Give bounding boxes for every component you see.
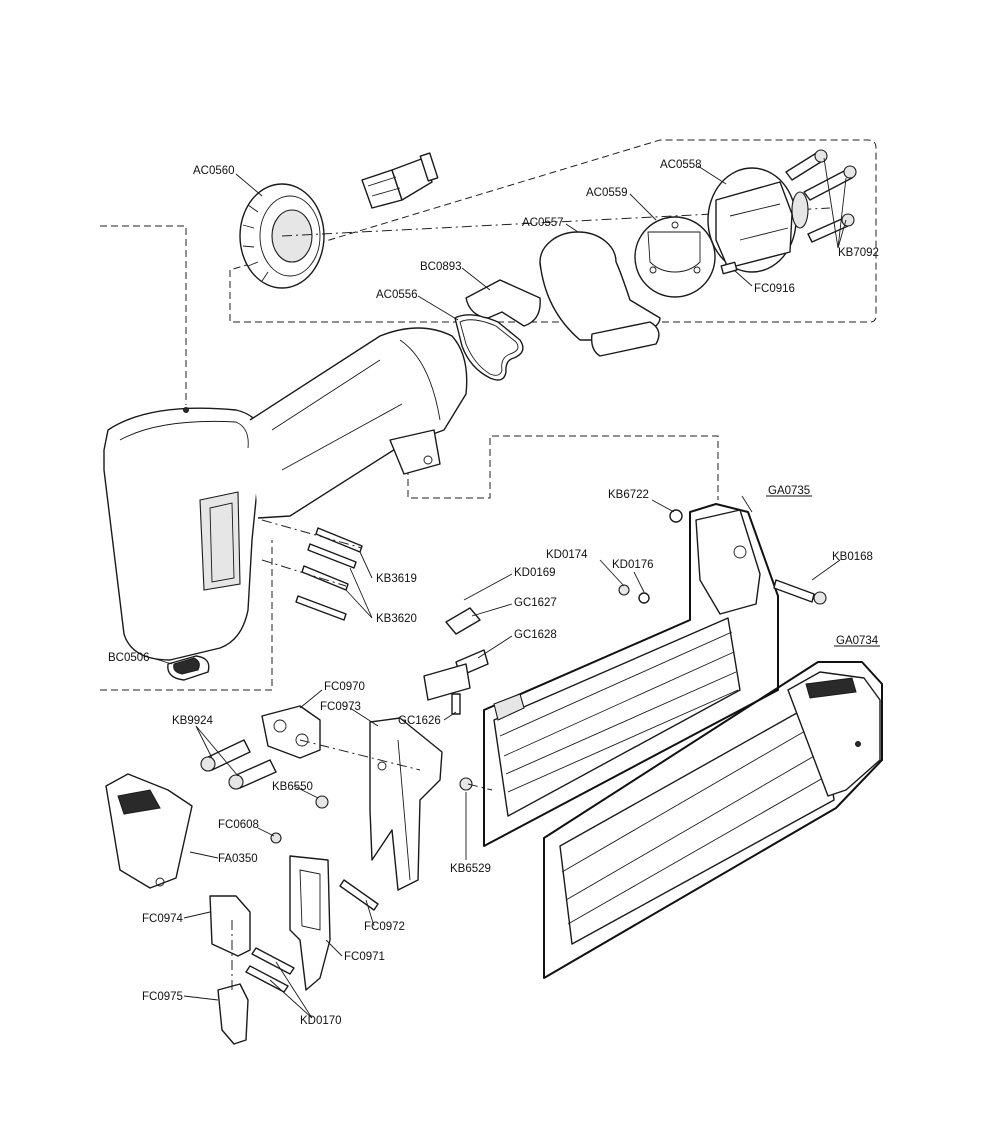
label-fa0350: FA0350 [218,853,258,865]
cap-pin [720,261,738,275]
magazine-outline [543,661,883,979]
label-bc0893: BC0893 [420,261,462,273]
kb6722-nut [669,509,683,523]
trigger-fc0971 [289,855,331,991]
contact-trip-fc0973 [369,717,443,891]
pins-kd0170 [245,947,295,993]
air-fitting [361,152,439,209]
label-kd0170: KD0170 [300,1015,342,1027]
magazine [559,671,881,945]
label-gc1626: GC1626 [398,715,441,727]
nose-assembly-boundary [407,435,719,500]
fc0608-bushing [270,832,282,844]
label-kb9924: KB9924 [172,715,214,727]
label-kd0174: KD0174 [546,549,588,561]
exhaust-deflector [539,231,661,357]
safety-fa0350 [105,773,193,889]
kd0174-screw [618,584,630,596]
label-bc0506: BC0506 [108,652,150,664]
main-housing [103,327,468,661]
head-seal [454,314,524,381]
screws-kb9924 [200,739,277,790]
label-ga0735: GA0735 [768,485,810,497]
gc1628-bar [423,663,471,701]
leader-lines [151,157,880,1019]
kd0176-washer [638,592,650,604]
trigger-plate-fc0974 [209,895,251,957]
nose-magazine [493,509,761,817]
rubber-pad [167,655,210,681]
label-fc0970: FC0970 [324,681,365,693]
label-gc1628: GC1628 [514,629,557,641]
cylinder-cap [707,167,809,273]
gc1626-pin [451,693,461,715]
gc1627-part [445,607,481,635]
label-kd0176: KD0176 [612,559,654,571]
label-fc0974: FC0974 [142,913,184,925]
label-ac0556: AC0556 [376,289,418,301]
label-kb3619: KB3619 [376,573,417,585]
label-kb0168: KB0168 [832,551,873,563]
label-kb3620: KB3620 [376,613,417,625]
label-fc0975: FC0975 [142,991,183,1003]
label-kb6722: KB6722 [608,489,649,501]
rear-cap-assembly-boundary [229,139,877,323]
label-fc0916: FC0916 [754,283,795,295]
magazine-group-outline [483,503,779,847]
cylinder-gasket [634,216,716,298]
pin-fc0972 [339,879,379,911]
label-gc1627: GC1627 [514,597,557,609]
rear-centerline [281,207,831,237]
housing-assembly-boundary [100,225,273,691]
label-fc0972: FC0972 [364,921,405,933]
lever-fc0975 [217,983,249,1045]
label-kb6550: KB6550 [272,781,313,793]
label-fc0971: FC0971 [344,951,385,963]
label-ac0558: AC0558 [660,159,702,171]
label-ac0559: AC0559 [586,187,628,199]
part-labels: AC0560 AC0558 AC0559 AC0557 BC0893 AC055… [108,159,879,1027]
label-ac0560: AC0560 [193,165,235,177]
label-ga0734: GA0734 [836,635,879,647]
label-kb6529: KB6529 [450,863,491,875]
bracket-fc0970 [261,705,321,759]
label-ac0557: AC0557 [522,217,564,229]
label-fc0608: FC0608 [218,819,259,831]
housing-pins [261,519,363,621]
bumper [465,279,541,327]
screw-kb6550 [315,795,329,809]
label-fc0973: FC0973 [320,701,361,713]
label-kd0169: KD0169 [514,567,556,579]
kb6529-screw [459,777,473,791]
kb0168-screw [773,579,815,603]
label-kb7092: KB7092 [838,247,879,259]
